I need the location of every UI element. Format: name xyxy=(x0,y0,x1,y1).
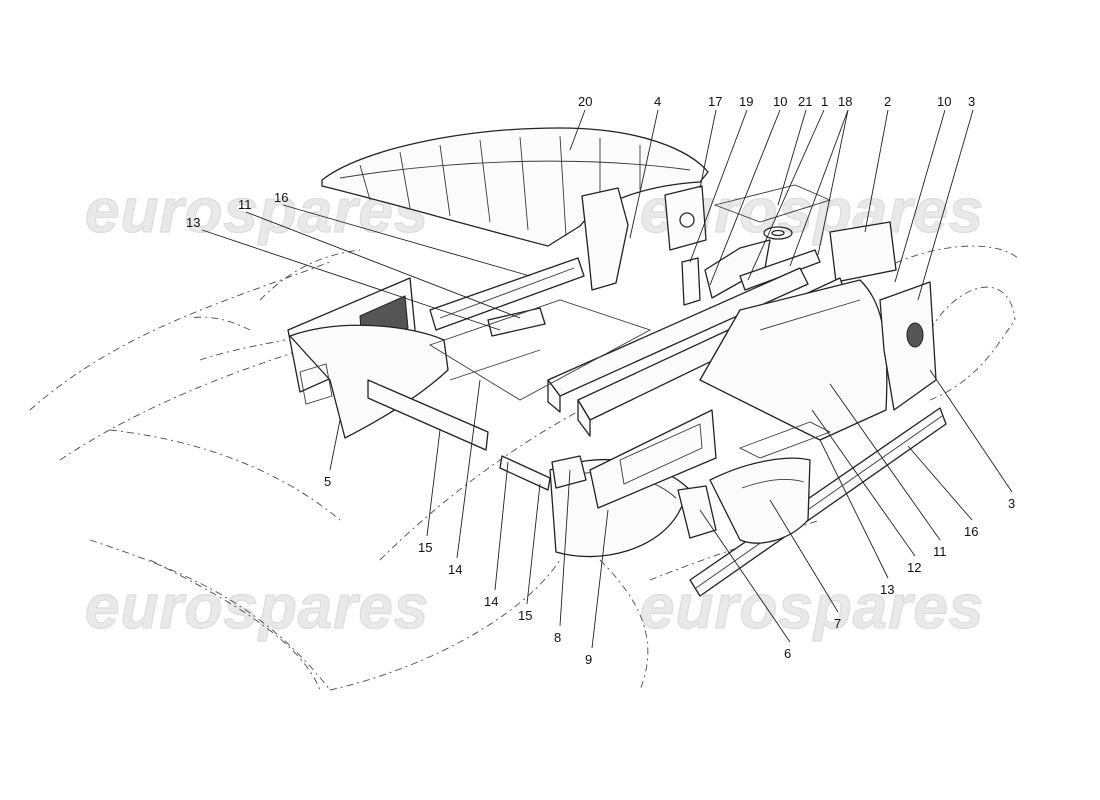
callout-16-upper: 16 xyxy=(274,190,288,205)
leader-lines xyxy=(201,109,1013,649)
callout-14-left: 14 xyxy=(448,562,462,577)
callout-19: 19 xyxy=(739,94,753,109)
tunnel-box xyxy=(589,409,717,509)
part-10-rear-panel xyxy=(704,239,771,299)
callout-8: 8 xyxy=(554,630,561,645)
part-11-left-floor-pad xyxy=(487,307,546,337)
callout-1: 1 xyxy=(821,94,828,109)
part-2-rear-right-panel xyxy=(829,221,897,283)
callout-12: 12 xyxy=(907,560,921,575)
part-13-right-lower-pad xyxy=(738,421,832,459)
callout-18: 18 xyxy=(838,94,852,109)
callout-9: 9 xyxy=(585,652,592,667)
callout-15-left: 15 xyxy=(418,540,432,555)
part-7-right-rear-wheelarch xyxy=(709,457,811,544)
part-14-lower-strip xyxy=(499,455,551,491)
callout-3-lower: 3 xyxy=(1008,496,1015,511)
watermark-bottom-left: eurospares xyxy=(85,573,429,642)
part-17-panel-with-hole xyxy=(664,185,707,251)
part-6-inner-panel xyxy=(677,485,717,539)
part-4-bulkhead-panel xyxy=(581,187,629,291)
callout-17: 17 xyxy=(708,94,722,109)
part-15-left-kick-strip xyxy=(367,379,489,451)
part-14-floor-mat xyxy=(428,299,652,401)
part-16-right-sill xyxy=(689,407,947,597)
callout-7: 7 xyxy=(834,616,841,631)
part-19-rear-small-panel xyxy=(681,257,701,306)
callout-5: 5 xyxy=(324,474,331,489)
callout-11-lower: 11 xyxy=(933,544,947,559)
callout-13-lower: 13 xyxy=(880,582,894,597)
part-8-wheelarch-trim xyxy=(551,455,587,489)
callout-20: 20 xyxy=(578,94,592,109)
callout-14-lower: 14 xyxy=(484,594,498,609)
callout-labels: 20 4 17 19 10 21 1 18 2 10 3 16 11 13 5 … xyxy=(186,94,1015,667)
callout-3-upper: 3 xyxy=(968,94,975,109)
part-1-strip xyxy=(739,249,821,291)
callout-11-upper: 11 xyxy=(238,197,252,212)
callout-10-upper: 10 xyxy=(773,94,787,109)
part-21-grommet xyxy=(713,184,832,240)
callout-10-right: 10 xyxy=(937,94,951,109)
callout-16-lower: 16 xyxy=(964,524,978,539)
callout-6: 6 xyxy=(784,646,791,661)
callout-4: 4 xyxy=(654,94,661,109)
callout-15-lower: 15 xyxy=(518,608,532,623)
callout-2: 2 xyxy=(884,94,891,109)
callout-13-upper: 13 xyxy=(186,215,200,230)
part-3-right-quarter-panel xyxy=(879,281,937,411)
callout-21: 21 xyxy=(798,94,812,109)
